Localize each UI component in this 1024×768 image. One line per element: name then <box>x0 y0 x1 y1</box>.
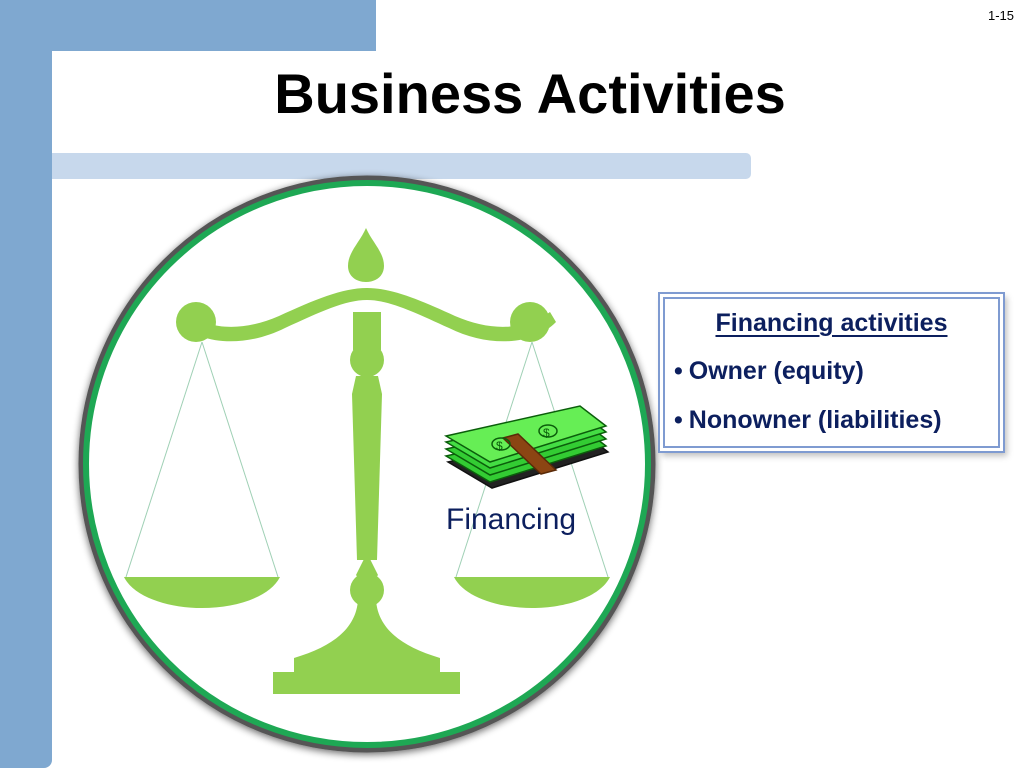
list-item: •Owner (equity) <box>674 357 942 386</box>
bullet-text: Nonowner (liabilities) <box>688 405 942 434</box>
decorative-top-bar <box>0 0 376 51</box>
financing-info-box: Financing activities •Owner (equity) •No… <box>663 297 1000 448</box>
list-item: •Nonowner (liabilities) <box>674 406 942 435</box>
decorative-title-band <box>52 153 751 179</box>
bullet-marker: • <box>674 357 683 385</box>
bullet-text: Owner (equity) <box>688 357 864 385</box>
money-stack-icon: $ $ <box>443 405 610 489</box>
slide-number: 1-15 <box>987 8 1014 23</box>
balance-scale-icon <box>124 228 610 694</box>
scale-strings <box>125 341 609 578</box>
financing-caption: Financing <box>446 503 577 536</box>
slide-title: Business Activities <box>274 62 786 125</box>
decorative-left-bar <box>0 0 52 768</box>
money-symbol: $ <box>496 439 503 453</box>
bullet-list: •Owner (equity) •Nonowner (liabilities) <box>674 357 942 455</box>
money-symbol: $ <box>543 426 550 440</box>
info-box-heading: Financing activities <box>715 309 948 337</box>
bullet-marker: • <box>674 405 683 434</box>
